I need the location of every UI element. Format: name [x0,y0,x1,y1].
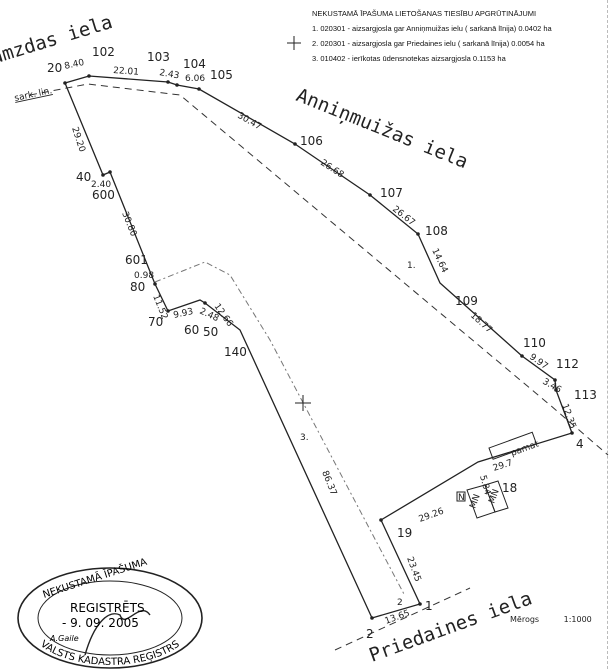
length-label: 86.37 [319,469,338,497]
building-mn-label: MN [468,493,482,510]
point-80: 80 [130,280,145,294]
street-label-priedaines: Priedaines iela [366,587,535,666]
registration-stamp [17,567,203,669]
length-label: 6.06 [185,74,205,84]
legend-item: 3. 010402 - ierīkotas ūdensnotekas aizsa… [312,54,506,63]
building [456,431,537,519]
point-4: 4 [576,437,584,451]
scale: Mērogs 1:1000 [510,615,610,624]
zone-1-label: 1. [407,261,416,271]
length-label: 29.26 [418,507,446,525]
scale-value: 1:1000 [563,615,592,624]
legend-item: 1. 020301 - aizsargjosla gar Anniņmuižas… [312,24,552,33]
length-label: 22.01 [113,66,139,78]
length-label: 29.7 [492,458,514,474]
stamp-name: A.Gaile [49,634,79,643]
stamp-date: - 9. 09. 2005 [62,616,139,630]
building-label: pamat [510,439,541,458]
zone-3-boundary [154,261,406,597]
point-108: 108 [425,224,448,238]
point-50: 50 [203,325,218,339]
point-102: 102 [92,45,115,59]
parcel-boundary [64,75,573,619]
point-2: 2 [366,627,374,641]
zone-3-label: 3. [300,433,309,443]
point-110: 110 [523,336,546,350]
point-600: 600 [92,188,115,202]
length-label: 0.98 [134,271,154,281]
point-1: 1 [425,599,433,613]
length-label: 13.65 [384,609,412,627]
legend-title: NEKUSTAMĀ ĪPAŠUMA LIETOŠANAS TIESĪBU APG… [312,9,537,18]
length-label: 23.45 [404,556,422,584]
encumbrance-legend: NEKUSTAMĀ ĪPAŠUMA LIETOŠANAS TIESĪBU APG… [312,6,552,66]
zone-2-label: 2 [397,598,403,608]
point-601: 601 [125,253,148,267]
point-104: 104 [183,57,206,71]
legend-item: 2. 020301 - aizsargjosla gar Priedaines … [312,39,545,48]
length-label: 26.68 [318,158,345,181]
point-140: 140 [224,345,247,359]
point-40: 40 [76,170,91,184]
length-label: 8.40 [64,58,86,72]
length-label: 18.77 [468,311,494,336]
point-103: 103 [147,50,170,64]
length-label: 2.43 [158,68,179,81]
stamp-bottom: VALSTS KADASTRA REĢISTRS [38,639,181,668]
point-19: 19 [397,526,412,540]
stamp-status: REGISTRĒTS [70,601,145,615]
point-107: 107 [380,186,403,200]
point-109: 109 [455,294,478,308]
length-label: 9.93 [173,307,195,321]
red-line-annimuizas [29,83,609,456]
length-label: 14.64 [429,247,449,275]
point-106: 106 [300,134,323,148]
red-line-label: sark. lin. [14,86,54,104]
point-112: 112 [556,357,579,371]
scale-label: Mērogs [510,615,540,624]
length-label: 9.97 [527,352,549,372]
grid-cross [287,36,311,411]
building-n-label: N [458,493,465,503]
point-18: 18 [502,481,517,495]
red-line-priedaines [334,587,471,651]
length-label: 12.35 [559,403,577,431]
length-label: 30.80 [119,210,138,238]
point-60: 60 [184,323,199,337]
building-mn-label: MN [487,488,501,505]
page-edge [606,0,608,669]
point-20: 20 [47,61,62,75]
point-105: 105 [210,68,233,82]
point-70: 70 [148,315,163,329]
length-label: 26.67 [390,204,416,228]
length-label: 30.47 [236,111,263,133]
length-label: 3.46 [541,377,564,396]
stamp-bottom-text: VALSTS KADASTRA REĢISTRS [38,639,181,668]
survey-points [63,74,574,620]
point-113: 113 [574,388,597,402]
length-label: 2.40 [91,180,111,190]
